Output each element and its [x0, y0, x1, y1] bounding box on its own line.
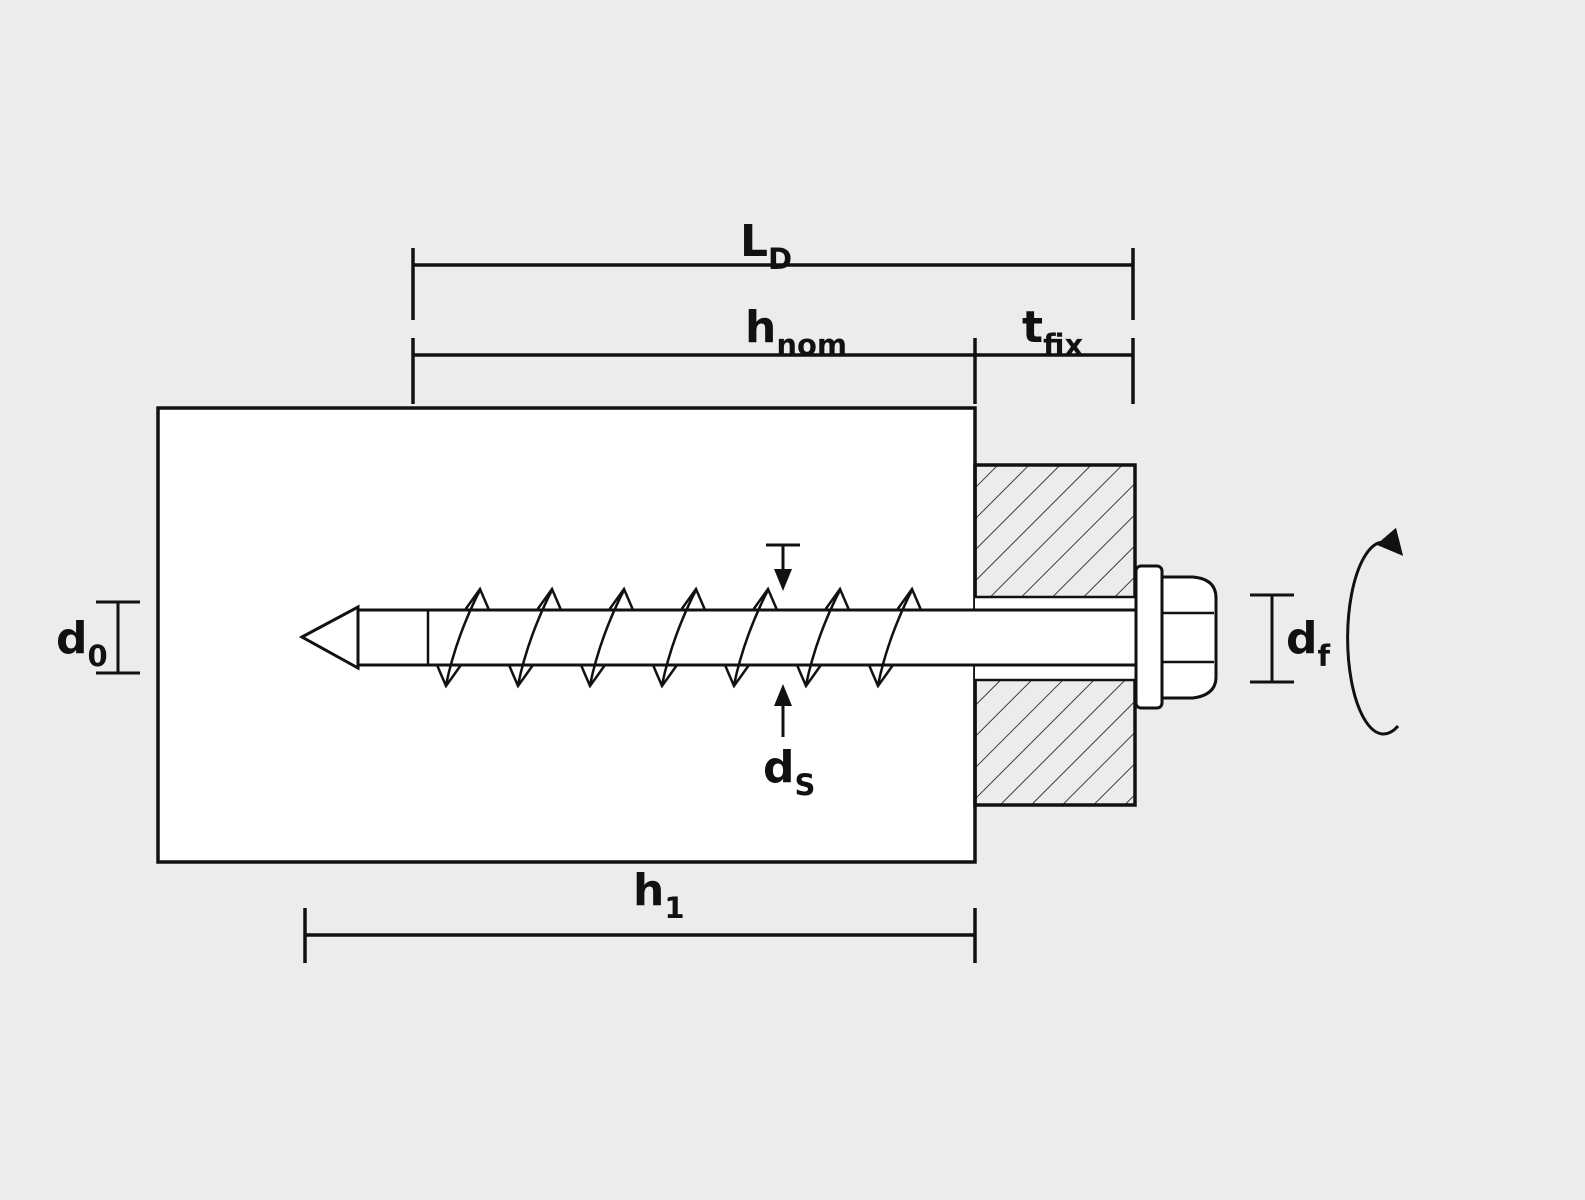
label-ld-sub: D — [768, 242, 792, 276]
label-ld-base: L — [740, 216, 768, 267]
thread-helix — [732, 589, 770, 686]
label-h1: h1 — [633, 865, 685, 925]
label-ds-base: d — [763, 742, 795, 793]
screw-tip — [298, 604, 360, 671]
label-tfix-base: t — [1022, 302, 1043, 353]
dimension-ld: LD — [411, 216, 1135, 320]
label-d0: d0 — [56, 613, 108, 673]
dimension-hnom: hnom — [411, 302, 977, 404]
thread-crest-top — [823, 586, 851, 611]
thread-crest-top — [751, 586, 779, 611]
label-df: df — [1286, 613, 1331, 673]
thread-crest-bottom — [435, 664, 463, 689]
label-h1-sub: 1 — [664, 891, 684, 925]
thread-crest-bottom — [579, 664, 607, 689]
label-df-sub: f — [1318, 639, 1331, 673]
washer-flange — [1134, 564, 1164, 710]
dimension-d0: d0 — [56, 600, 140, 675]
thread-crest-bottom — [507, 664, 535, 689]
label-tfix: tfix — [1022, 302, 1084, 362]
thread-helix — [876, 589, 914, 686]
thread-crest-bottom — [723, 664, 751, 689]
thread-crest-top — [535, 586, 563, 611]
thread-crest-top — [463, 586, 491, 611]
rotation-arrow — [1346, 527, 1404, 736]
ds-arrow-up — [774, 684, 792, 706]
thread-crest-top — [607, 586, 635, 611]
thread-helix — [804, 589, 842, 686]
thread-crest-top — [895, 586, 923, 611]
rotation-symbol — [1346, 527, 1404, 736]
thread-helix — [516, 589, 554, 686]
concrete-screw — [298, 564, 1218, 710]
label-ds-sub: S — [795, 768, 816, 802]
label-hnom-base: h — [745, 302, 776, 353]
dimension-ds: dS — [763, 543, 815, 802]
label-df-base: d — [1286, 613, 1318, 664]
thread-helix — [444, 589, 482, 686]
label-tfix-sub: fix — [1043, 328, 1083, 362]
dimension-df: df — [1250, 593, 1331, 684]
thread-crest-top — [679, 586, 707, 611]
dimension-h1: h1 — [303, 865, 977, 963]
hex-head — [1160, 575, 1218, 700]
label-ld: LD — [740, 216, 792, 276]
label-h1-base: h — [633, 865, 664, 916]
dimension-tfix: tfix — [975, 302, 1135, 404]
ds-arrow-down — [774, 569, 792, 591]
thread-crest-bottom — [651, 664, 679, 689]
label-hnom-sub: nom — [776, 328, 847, 362]
thread-helix — [588, 589, 626, 686]
thread-crest-bottom — [867, 664, 895, 689]
label-ds: dS — [763, 742, 815, 802]
thread-crest-bottom — [795, 664, 823, 689]
label-hnom: hnom — [745, 302, 847, 362]
screw-thread — [435, 586, 923, 689]
label-d0-base: d — [56, 613, 88, 664]
label-d0-sub: 0 — [88, 639, 108, 673]
thread-helix — [660, 589, 698, 686]
